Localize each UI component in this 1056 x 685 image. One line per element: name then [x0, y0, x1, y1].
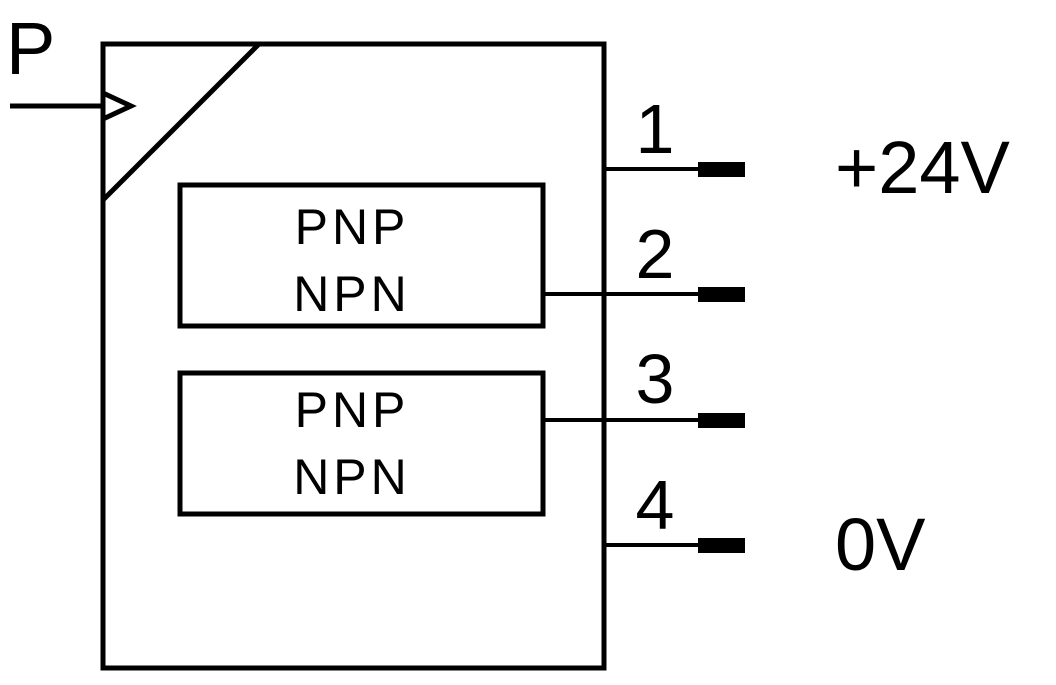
- output-2-type-pnp: PNP: [295, 382, 410, 438]
- output-1-type-npn: NPN: [293, 266, 411, 322]
- pin-2-number: 2: [636, 215, 675, 293]
- pin-4-number: 4: [636, 466, 675, 544]
- output-1-type-pnp: PNP: [295, 199, 410, 255]
- pin-3-terminal: [698, 413, 745, 428]
- pin-4-terminal: [698, 538, 745, 553]
- pressure-input-label: P: [6, 7, 55, 90]
- pin-4-signal: 0V: [835, 503, 926, 586]
- pressure-input-arrow-icon: [101, 90, 137, 122]
- device-body: [100, 41, 607, 671]
- sensor-diagonal: [101, 42, 261, 202]
- output-box-2: [177, 370, 546, 517]
- pin-1-signal: +24V: [835, 126, 1011, 209]
- pin-2-terminal: [698, 287, 745, 302]
- pin-3-number: 3: [636, 340, 675, 418]
- output-2-type-npn: NPN: [293, 449, 411, 505]
- pin-1-terminal: [698, 162, 745, 177]
- pin-1-number: 1: [636, 90, 675, 168]
- output-box-1: [177, 182, 546, 329]
